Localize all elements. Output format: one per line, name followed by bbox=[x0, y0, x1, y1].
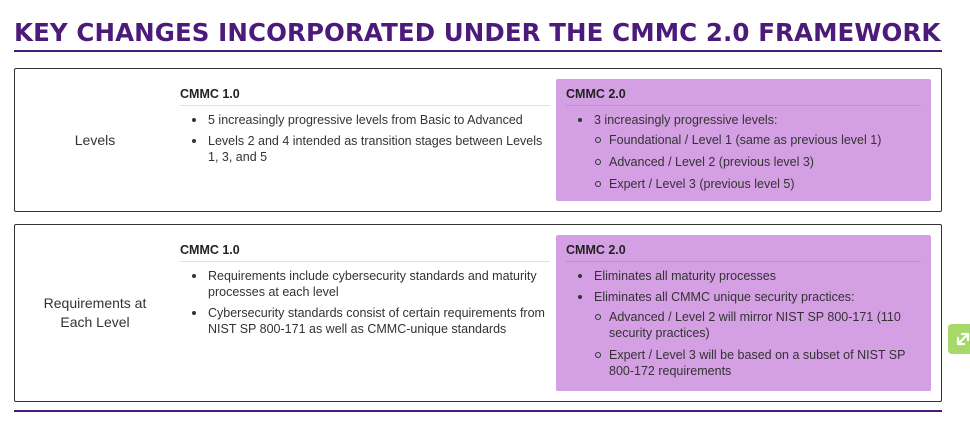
row-label-line: Requirements at bbox=[43, 295, 147, 311]
expand-arrow-icon[interactable] bbox=[948, 324, 970, 354]
row-label-line: Each Level bbox=[60, 314, 130, 330]
sub-list-item: Advanced / Level 2 will mirror NIST SP 8… bbox=[592, 309, 921, 341]
cmmc-2-heading: CMMC 2.0 bbox=[566, 235, 921, 262]
list-item: Cybersecurity standards consist of certa… bbox=[180, 305, 550, 337]
cmmc-2-list: Eliminates all maturity processes Elimin… bbox=[566, 268, 921, 379]
list-item: Eliminates all maturity processes bbox=[566, 268, 921, 284]
list-item: Eliminates all CMMC unique security prac… bbox=[566, 289, 921, 379]
row-label-levels: Levels bbox=[74, 131, 116, 148]
cmmc-2-column: CMMC 2.0 3 increasingly progressive leve… bbox=[556, 79, 931, 201]
list-item: Requirements include cybersecurity stand… bbox=[180, 268, 550, 300]
page-title: KEY CHANGES INCORPORATED UNDER THE CMMC … bbox=[14, 18, 941, 47]
cmmc-1-heading: CMMC 1.0 bbox=[180, 79, 550, 106]
cmmc-1-list: Requirements include cybersecurity stand… bbox=[180, 268, 550, 337]
list-item-text: Eliminates all CMMC unique security prac… bbox=[594, 290, 855, 304]
row-label-requirements: Requirements at Each Level bbox=[15, 225, 175, 401]
comparison-row-requirements: Requirements at Each Level CMMC 1.0 Requ… bbox=[14, 224, 942, 402]
sub-list-item: Expert / Level 3 (previous level 5) bbox=[592, 176, 921, 192]
sub-list-item: Advanced / Level 2 (previous level 3) bbox=[592, 154, 921, 170]
cmmc-2-heading: CMMC 2.0 bbox=[566, 79, 921, 106]
bottom-divider bbox=[14, 410, 942, 412]
sub-list-item: Foundational / Level 1 (same as previous… bbox=[592, 132, 921, 148]
list-item: 5 increasingly progressive levels from B… bbox=[180, 112, 550, 128]
list-item-text: 3 increasingly progressive levels: bbox=[594, 113, 778, 127]
sub-list: Advanced / Level 2 will mirror NIST SP 8… bbox=[594, 309, 921, 379]
comparison-row-levels: Levels CMMC 1.0 5 increasingly progressi… bbox=[14, 68, 942, 212]
cmmc-2-column: CMMC 2.0 Eliminates all maturity process… bbox=[556, 235, 931, 391]
cmmc-1-list: 5 increasingly progressive levels from B… bbox=[180, 112, 550, 165]
list-item: Levels 2 and 4 intended as transition st… bbox=[180, 133, 550, 165]
expand-arrow-icon-glyph bbox=[956, 332, 970, 346]
sub-list: Foundational / Level 1 (same as previous… bbox=[594, 132, 921, 192]
cmmc-2-list: 3 increasingly progressive levels: Found… bbox=[566, 112, 921, 192]
list-item: 3 increasingly progressive levels: Found… bbox=[566, 112, 921, 192]
cmmc-1-heading: CMMC 1.0 bbox=[180, 235, 550, 262]
cmmc-1-column: CMMC 1.0 5 increasingly progressive leve… bbox=[180, 79, 550, 170]
sub-list-item: Expert / Level 3 will be based on a subs… bbox=[592, 347, 921, 379]
title-divider bbox=[14, 50, 942, 52]
cmmc-1-column: CMMC 1.0 Requirements include cybersecur… bbox=[180, 235, 550, 342]
